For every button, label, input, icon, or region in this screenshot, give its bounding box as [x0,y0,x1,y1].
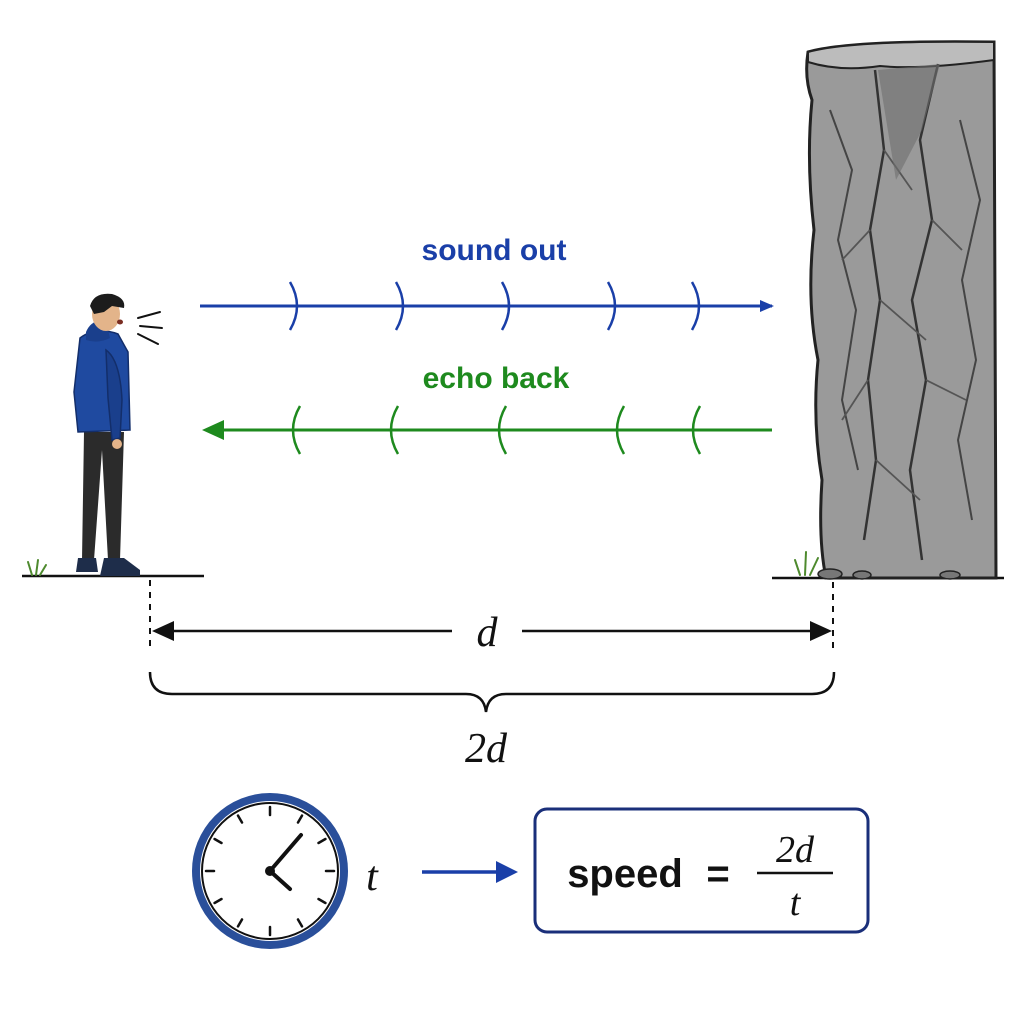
shout-lines-icon [137,311,163,345]
sound-out-wavefronts [288,281,701,331]
formula-box [533,807,870,934]
time-label: t [366,854,379,900]
sound-out-label: sound out [422,234,567,267]
clock-tick [213,897,223,905]
clock-tick [296,918,304,928]
round-trip-label: 2d [465,726,508,772]
clock-tick [317,897,327,905]
clock-tick [213,837,223,845]
distance-arrowhead-left [152,621,174,641]
clock-icon [192,793,348,949]
clock-tick [317,837,327,845]
distance-arrowhead-right [810,621,832,641]
cliff-icon [805,40,998,580]
clock-tick [236,918,244,928]
clock-tick [296,814,304,824]
echo-back-wavefronts [291,405,702,455]
formula-lhs: speed [567,852,683,896]
formula-denominator: t [790,882,802,924]
grass-icon [27,551,927,577]
round-trip-brace [148,671,836,713]
person-icon [73,293,140,576]
formula-numerator: 2d [776,829,815,871]
distance-label: d [477,610,499,656]
time-to-formula-arrowhead [496,861,518,883]
formula-equals: = [706,852,729,896]
clock-tick [236,814,244,824]
echo-back-label: echo back [423,362,570,395]
echo-back-arrowhead [202,420,224,440]
